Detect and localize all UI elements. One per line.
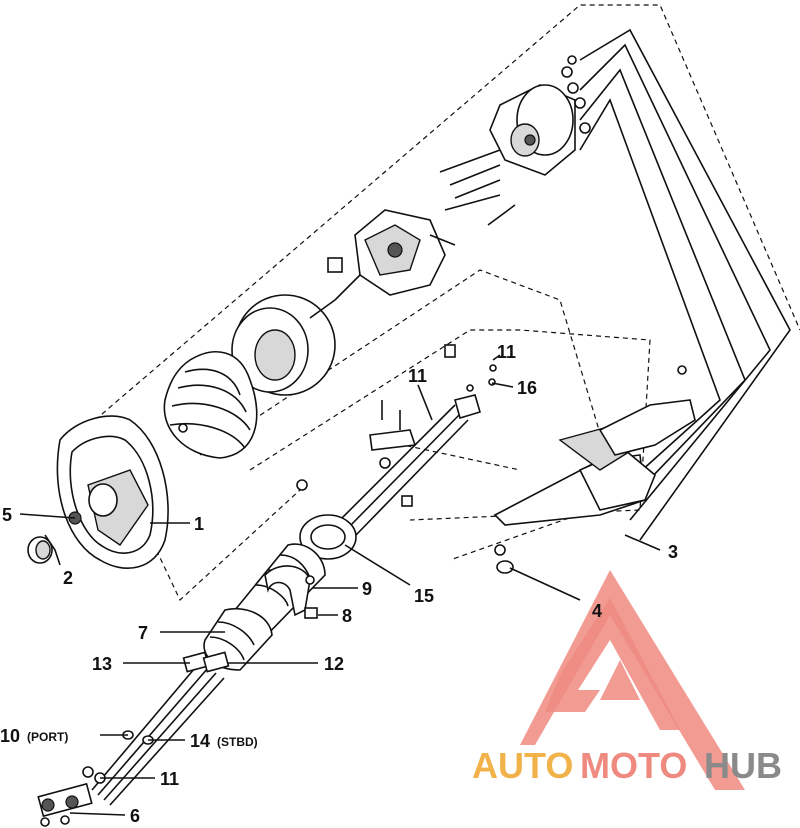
- cable-ends: [37, 782, 93, 827]
- watermark-logo: [520, 570, 745, 790]
- grommet: [299, 514, 357, 560]
- label-16: 16: [517, 378, 537, 398]
- watermark-hub: HUB: [704, 745, 782, 786]
- steering-boot: [163, 351, 258, 459]
- leader-lines: [19, 354, 661, 816]
- cable-shaft: [296, 344, 497, 536]
- bushing: [27, 536, 53, 564]
- label-8: 8: [342, 606, 352, 626]
- label-11-right: 11: [497, 342, 516, 362]
- label-10-port: (PORT): [27, 730, 68, 744]
- label-11-upper: 11: [408, 366, 427, 386]
- dashed-reference-lines: [94, 4, 800, 601]
- callout-labels: 1 2 3 4 5 6 7 8 9 10 (PORT) 11 11 11 12 …: [0, 342, 678, 826]
- label-1: 1: [194, 514, 204, 534]
- helm-plate: [439, 55, 591, 226]
- label-5: 5: [2, 505, 12, 525]
- steering-wheel: [56, 415, 169, 569]
- watermark-text: AUTO MOTO HUB: [472, 745, 782, 786]
- label-13: 13: [92, 654, 112, 674]
- cable-runs: [579, 28, 791, 541]
- label-11-lower: 11: [160, 769, 179, 789]
- label-10: 10: [0, 726, 20, 746]
- control-cables: [82, 651, 230, 806]
- helm-mechanism: [327, 209, 456, 301]
- label-6: 6: [130, 806, 140, 826]
- label-15: 15: [414, 586, 434, 606]
- label-2: 2: [63, 568, 73, 588]
- label-14: 14: [190, 731, 210, 751]
- watermark-moto: MOTO: [580, 745, 687, 786]
- cable-boot: [203, 543, 326, 671]
- cable-clamp: [264, 565, 318, 619]
- label-9: 9: [362, 579, 372, 599]
- label-14-stbd: (STBD): [217, 735, 258, 749]
- mount-assembly: [493, 365, 696, 574]
- bezel-housing: [231, 294, 336, 396]
- label-4: 4: [592, 601, 602, 621]
- label-7: 7: [138, 623, 148, 643]
- watermark-auto: AUTO: [472, 745, 573, 786]
- label-3: 3: [668, 542, 678, 562]
- label-12: 12: [324, 654, 344, 674]
